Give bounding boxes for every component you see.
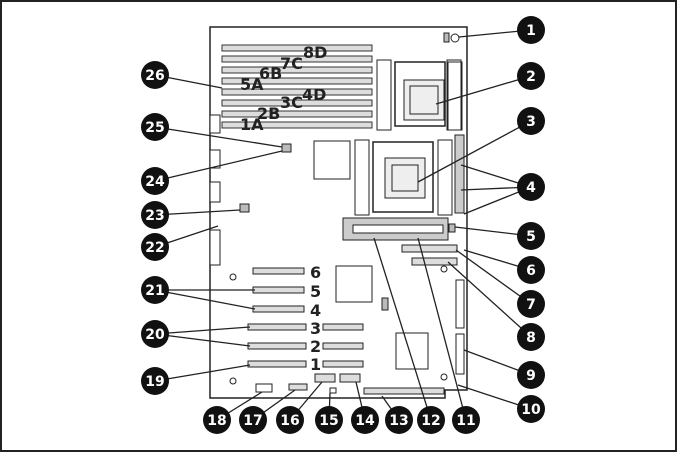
slot-label-1: 1 xyxy=(310,355,321,374)
callout-7-text: 7 xyxy=(526,297,536,313)
dimm-label-2b: 2B xyxy=(257,104,280,123)
dimm-label-7c: 7C xyxy=(280,54,303,73)
callout-12-text: 12 xyxy=(421,413,440,429)
callout-22: 22 xyxy=(141,233,169,261)
callout-23-text: 23 xyxy=(145,208,164,224)
callout-11: 11 xyxy=(452,406,480,434)
callout-10-text: 10 xyxy=(521,402,541,418)
dimm-label-1a: 1A xyxy=(240,115,264,134)
dimm-label-3c: 3C xyxy=(280,93,303,112)
chipset-north xyxy=(313,140,351,180)
callout-20-text: 20 xyxy=(145,327,165,343)
battery-connector xyxy=(381,297,389,311)
callout-24: 24 xyxy=(141,167,169,195)
ide-connector xyxy=(401,244,458,253)
processor-socket-1 xyxy=(376,59,462,131)
callout-23: 23 xyxy=(141,201,169,229)
callout-14: 14 xyxy=(351,406,379,434)
callout-3: 3 xyxy=(517,107,545,135)
slot-label-6: 6 xyxy=(310,263,321,282)
dimm-slots xyxy=(221,44,373,129)
connector-14 xyxy=(339,373,361,383)
callout-22-text: 22 xyxy=(145,240,164,256)
callout-2: 2 xyxy=(517,62,545,90)
callout-17-text: 17 xyxy=(243,413,262,429)
jumper-23 xyxy=(239,203,250,213)
chipset-io xyxy=(395,332,429,370)
system-board-outline xyxy=(209,26,468,399)
dimm-slot-labels: 8D 7C 6B 5A 4D 3C 2B 1A xyxy=(240,43,327,134)
power-connector xyxy=(454,134,465,214)
callout-1: 1 xyxy=(517,16,545,44)
slot-label-5: 5 xyxy=(310,282,321,301)
callout-15-text: 15 xyxy=(319,413,338,429)
sas-connector-b xyxy=(455,333,465,375)
callout-10: 10 xyxy=(517,395,545,423)
connector-15 xyxy=(329,387,337,394)
sas-connector-a xyxy=(455,279,465,329)
dimm-label-8d: 8D xyxy=(303,43,327,62)
slot-label-2: 2 xyxy=(310,337,321,356)
dimm-label-4d: 4D xyxy=(302,85,326,104)
pci-slots-lower xyxy=(247,323,364,368)
rear-io-ports xyxy=(209,114,221,266)
callout-24-text: 24 xyxy=(145,174,165,190)
vrm-slot-inner xyxy=(352,224,444,234)
callout-4: 4 xyxy=(517,173,545,201)
connector-13 xyxy=(363,387,445,395)
connector-17 xyxy=(288,383,308,391)
callout-8-text: 8 xyxy=(526,330,536,346)
callout-21: 21 xyxy=(141,276,169,304)
callout-21-text: 21 xyxy=(145,283,164,299)
chipset-south xyxy=(335,265,373,303)
callout-13: 13 xyxy=(385,406,413,434)
callout-7: 7 xyxy=(517,290,545,318)
callout-9-text: 9 xyxy=(526,368,536,384)
callout-17: 17 xyxy=(239,406,267,434)
callout-1-text: 1 xyxy=(526,23,536,39)
callout-5-text: 5 xyxy=(526,229,536,245)
connector-18 xyxy=(255,383,273,393)
dimm-label-5a: 5A xyxy=(240,75,264,94)
callout-16: 16 xyxy=(276,406,304,434)
callout-11-text: 11 xyxy=(456,413,475,429)
jumper-25 xyxy=(281,143,292,153)
connector-16 xyxy=(314,373,336,383)
callout-26: 26 xyxy=(141,61,169,89)
callout-6-text: 6 xyxy=(526,263,536,279)
mounting-holes xyxy=(229,33,460,385)
slot-label-3: 3 xyxy=(310,319,321,338)
callout-4-text: 4 xyxy=(526,180,536,196)
callout-19: 19 xyxy=(141,367,169,395)
callout-25-text: 25 xyxy=(145,120,164,136)
callout-8: 8 xyxy=(517,323,545,351)
callout-20: 20 xyxy=(141,320,169,348)
callout-26-text: 26 xyxy=(145,68,164,84)
slot-label-4: 4 xyxy=(310,301,321,320)
callout-3-text: 3 xyxy=(526,114,536,130)
callout-19-text: 19 xyxy=(145,374,164,390)
dimm-label-6b: 6B xyxy=(259,64,282,83)
jumper-5 xyxy=(448,223,456,233)
callout-25: 25 xyxy=(141,113,169,141)
pci-slot-labels: 6 5 4 3 2 1 xyxy=(310,263,321,374)
jumper-1 xyxy=(443,32,450,43)
callout-15: 15 xyxy=(315,406,343,434)
callout-2-text: 2 xyxy=(526,69,536,85)
callout-14-text: 14 xyxy=(355,413,375,429)
processor-socket-2 xyxy=(354,139,453,216)
callout-16-text: 16 xyxy=(280,413,299,429)
callout-13-text: 13 xyxy=(389,413,408,429)
callout-18-text: 18 xyxy=(207,413,226,429)
callout-12: 12 xyxy=(417,406,445,434)
floppy-connector xyxy=(411,257,458,266)
callout-9: 9 xyxy=(517,361,545,389)
callouts: 1 2 3 4 5 6 7 8 9 10 11 12 13 14 15 16 1… xyxy=(141,16,545,434)
callout-5: 5 xyxy=(517,222,545,250)
callout-6: 6 xyxy=(517,256,545,284)
callout-18: 18 xyxy=(203,406,231,434)
